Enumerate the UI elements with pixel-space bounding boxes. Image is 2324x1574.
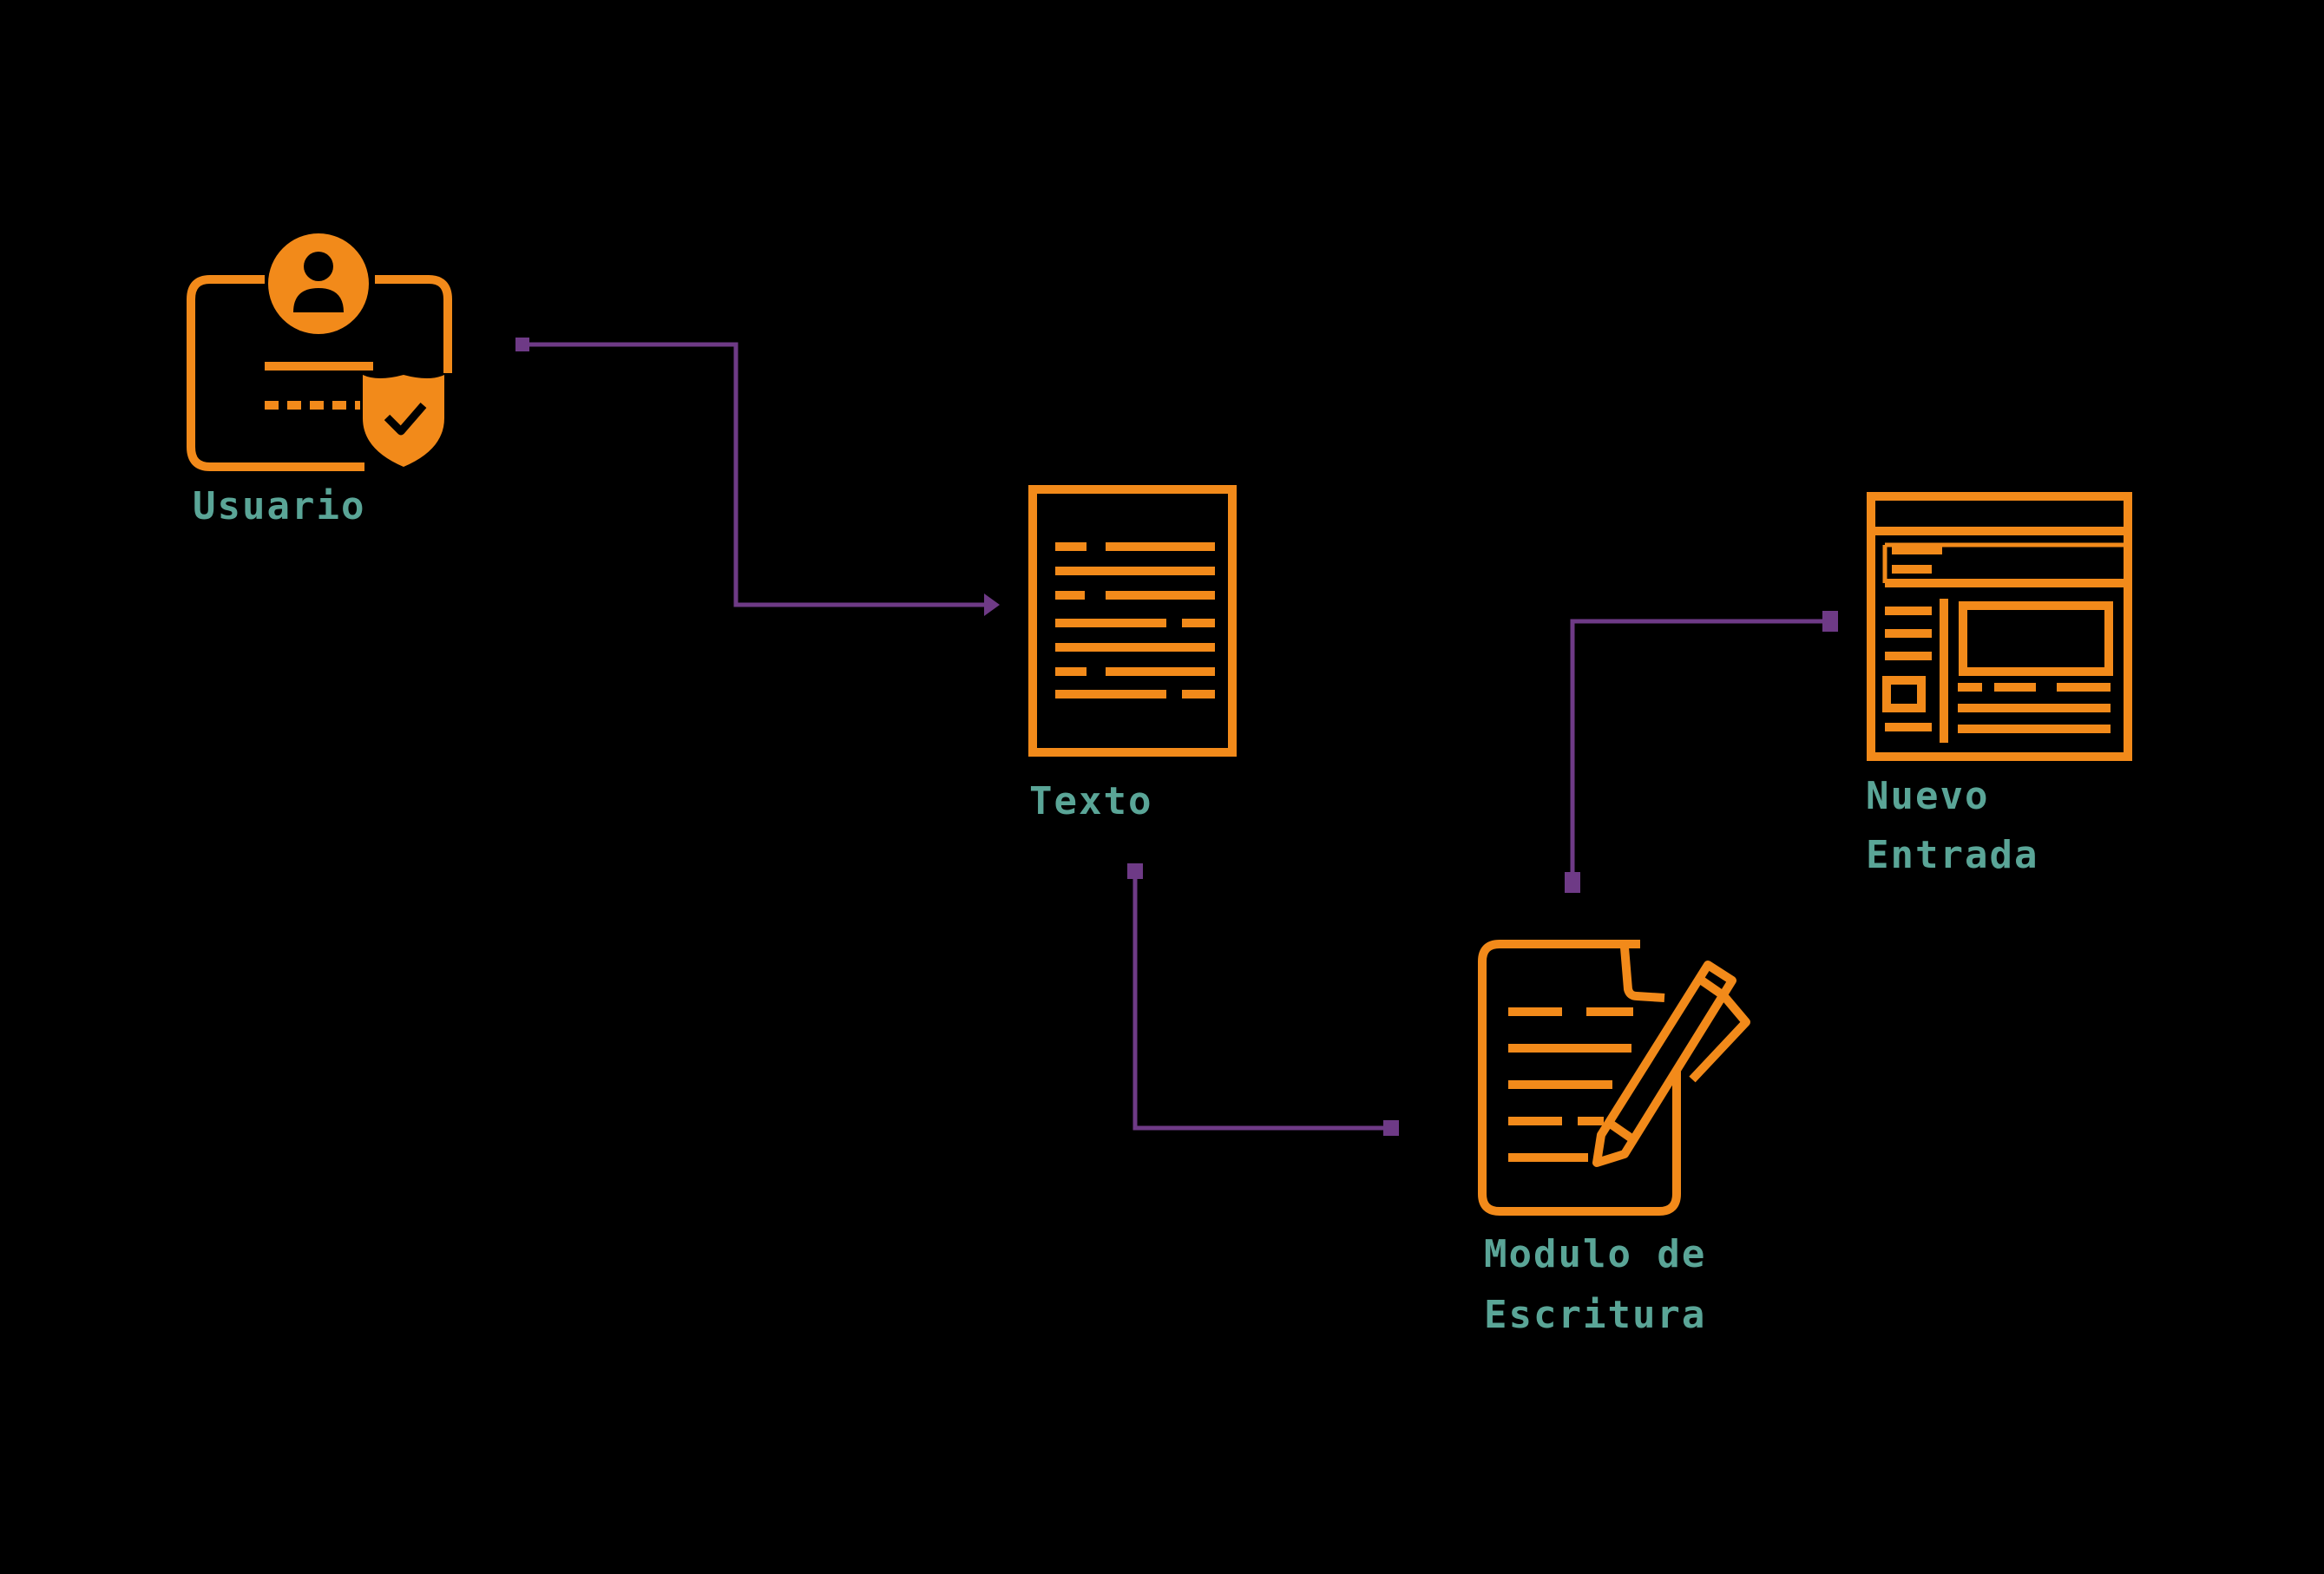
node-modulo-label-line2: Escritura	[1484, 1293, 1706, 1337]
node-entrada: Nuevo Entrada	[1866, 492, 2132, 877]
connector-usuario-texto	[515, 338, 1000, 616]
text-document-icon	[1028, 485, 1237, 757]
node-modulo: Modulo de Escritura	[1478, 940, 1750, 1337]
node-modulo-label-line1: Modulo de	[1484, 1232, 1706, 1276]
document-pen-icon	[1478, 940, 1750, 1216]
connectors	[515, 338, 1838, 1136]
user-id-card-shield-icon	[187, 233, 452, 471]
node-entrada-label-line2: Entrada	[1866, 833, 2038, 877]
node-usuario-label: Usuario	[193, 484, 365, 528]
connector-texto-modulo	[1127, 863, 1399, 1136]
node-usuario: Usuario	[187, 233, 452, 528]
connector-modulo-entrada	[1565, 611, 1838, 893]
webpage-layout-icon	[1867, 492, 2132, 761]
node-texto: Texto	[1028, 485, 1237, 823]
node-entrada-label-line1: Nuevo	[1866, 774, 1989, 818]
node-texto-label: Texto	[1029, 779, 1152, 823]
